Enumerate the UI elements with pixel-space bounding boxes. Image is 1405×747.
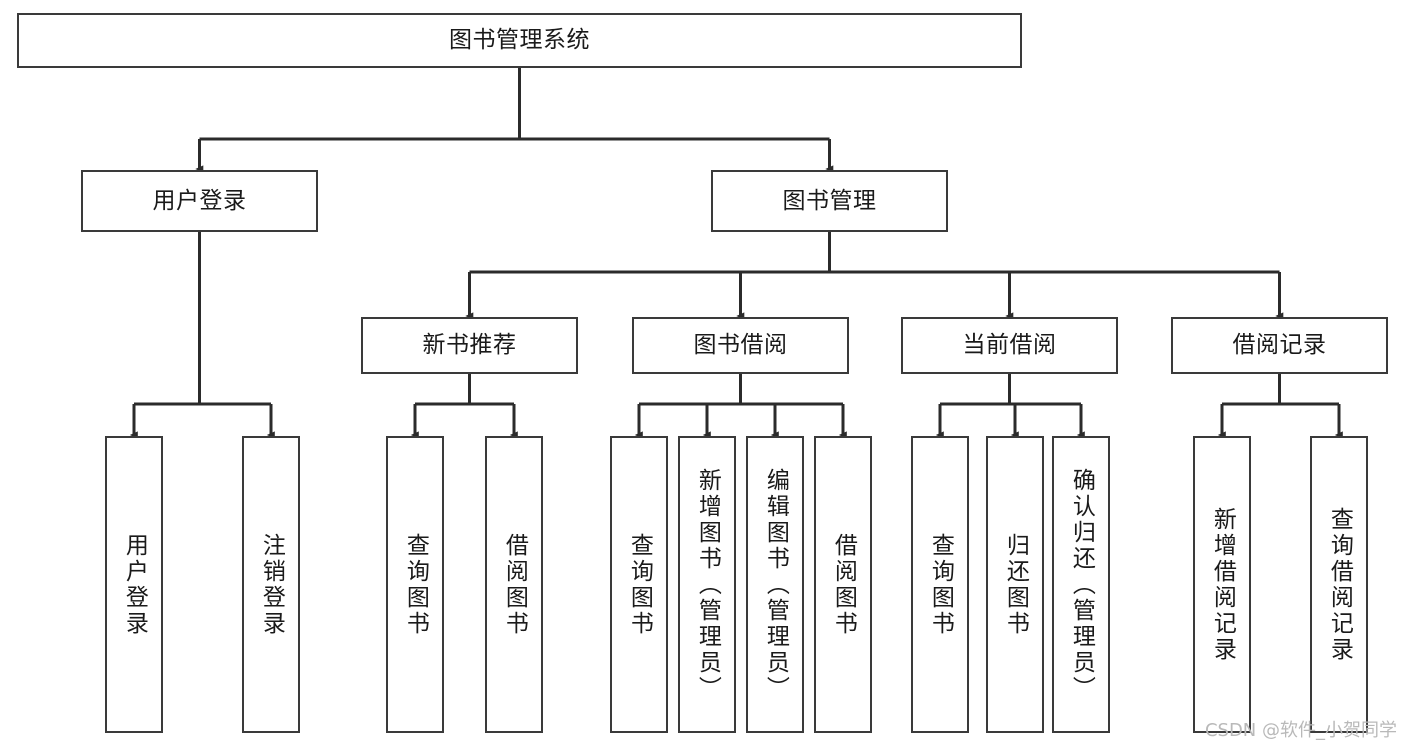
- node-user-login[interactable]: 用户登录: [81, 170, 318, 232]
- node-leaf-query-2[interactable]: 查询图书: [610, 436, 668, 733]
- node-leaf-add-book[interactable]: 新增图书（管理员）: [678, 436, 736, 733]
- node-leaf-edit-book[interactable]: 编辑图书（管理员）: [746, 436, 804, 733]
- node-label-leaf-query-2: 查询图书: [626, 532, 653, 637]
- node-leaf-query-3[interactable]: 查询图书: [911, 436, 969, 733]
- node-label-leaf-confirm: 确认归还（管理员）: [1068, 467, 1095, 702]
- node-leaf-logout[interactable]: 注销登录: [242, 436, 300, 733]
- node-label-leaf-logout: 注销登录: [258, 532, 285, 637]
- node-label-leaf-return: 归还图书: [1002, 532, 1029, 637]
- node-label-leaf-add-rec: 新增借阅记录: [1209, 506, 1236, 663]
- node-root[interactable]: 图书管理系统: [17, 13, 1022, 68]
- node-label-leaf-query-1: 查询图书: [402, 532, 429, 637]
- node-label-leaf-borrow-2: 借阅图书: [830, 532, 857, 637]
- node-label-leaf-query-rec: 查询借阅记录: [1326, 506, 1353, 663]
- node-new-book-rec[interactable]: 新书推荐: [361, 317, 578, 374]
- node-leaf-query-1[interactable]: 查询图书: [386, 436, 444, 733]
- node-label-leaf-user-login: 用户登录: [121, 532, 148, 637]
- node-label-user-login: 用户登录: [152, 187, 247, 214]
- node-leaf-borrow-1[interactable]: 借阅图书: [485, 436, 543, 733]
- node-book-borrow[interactable]: 图书借阅: [632, 317, 849, 374]
- node-leaf-borrow-2[interactable]: 借阅图书: [814, 436, 872, 733]
- node-label-leaf-edit-book: 编辑图书（管理员）: [762, 467, 789, 702]
- node-leaf-query-rec[interactable]: 查询借阅记录: [1310, 436, 1368, 733]
- node-label-leaf-query-3: 查询图书: [927, 532, 954, 637]
- connector-group: [129, 68, 1343, 439]
- node-label-new-book-rec: 新书推荐: [422, 332, 517, 359]
- node-label-borrow-record: 借阅记录: [1232, 332, 1327, 359]
- node-current-borrow[interactable]: 当前借阅: [901, 317, 1118, 374]
- node-label-book-borrow: 图书借阅: [693, 332, 788, 359]
- node-book-manage[interactable]: 图书管理: [711, 170, 948, 232]
- node-borrow-record[interactable]: 借阅记录: [1171, 317, 1388, 374]
- node-label-current-borrow: 当前借阅: [962, 332, 1057, 359]
- node-label-leaf-borrow-1: 借阅图书: [501, 532, 528, 637]
- node-label-leaf-add-book: 新增图书（管理员）: [694, 467, 721, 702]
- node-leaf-add-rec[interactable]: 新增借阅记录: [1193, 436, 1251, 733]
- node-leaf-confirm[interactable]: 确认归还（管理员）: [1052, 436, 1110, 733]
- node-leaf-return[interactable]: 归还图书: [986, 436, 1044, 733]
- node-label-root: 图书管理系统: [449, 27, 590, 54]
- node-leaf-user-login[interactable]: 用户登录: [105, 436, 163, 733]
- node-label-book-manage: 图书管理: [782, 187, 877, 214]
